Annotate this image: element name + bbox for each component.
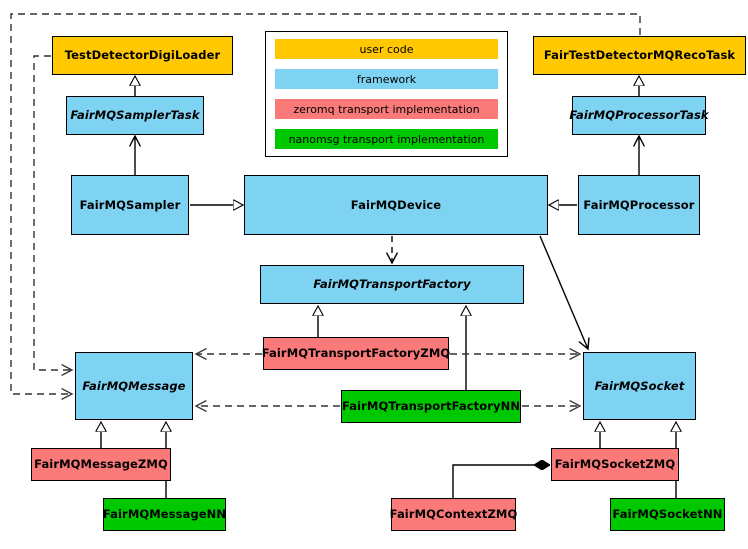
class-node-label: FairMQSamplerTask [70, 108, 200, 123]
legend-box: user code framework zeromq transport imp… [265, 31, 508, 157]
class-node-label: FairMQMessageZMQ [34, 457, 168, 472]
class-node-FairMQSocket[interactable]: FairMQSocket [583, 352, 696, 420]
class-node-label: FairMQTransportFactoryNN [341, 399, 521, 414]
class-node-label: FairMQContextZMQ [389, 507, 518, 522]
legend-label-zeromq: zeromq transport implementation [293, 102, 480, 116]
class-node-FairMQTransportFactory[interactable]: FairMQTransportFactory [260, 265, 524, 304]
class-node-label: FairMQSampler [79, 197, 181, 212]
legend-label-user-code: user code [359, 42, 414, 56]
legend-item-nanomsg: nanomsg transport implementation [275, 129, 498, 149]
edge-device-to-socket [539, 235, 588, 349]
class-node-label: FairMQProcessor [583, 197, 695, 212]
class-node-FairMQProcessorTask[interactable]: FairMQProcessorTask [569, 96, 709, 135]
class-node-FairMQTransportFactoryNN[interactable]: FairMQTransportFactoryNN [341, 390, 521, 423]
class-node-label: FairMQTransportFactory [313, 277, 471, 292]
class-node-label: FairMQMessageNN [102, 507, 227, 522]
legend-label-nanomsg: nanomsg transport implementation [288, 132, 485, 146]
class-node-label: FairMQProcessorTask [569, 108, 709, 123]
class-node-FairMQDevice[interactable]: FairMQDevice [244, 175, 548, 235]
class-node-FairMQSocketZMQ[interactable]: FairMQSocketZMQ [551, 448, 679, 481]
class-node-FairTestDetectorMQRecoTask[interactable]: FairTestDetectorMQRecoTask [533, 36, 746, 75]
class-node-label: FairMQSocket [594, 378, 685, 393]
class-node-label: FairMQDevice [350, 197, 442, 212]
class-node-label: FairMQSocketZMQ [554, 457, 676, 472]
class-node-FairMQSocketNN[interactable]: FairMQSocketNN [610, 498, 725, 531]
class-node-FairMQMessageNN[interactable]: FairMQMessageNN [103, 498, 226, 531]
legend-item-zeromq: zeromq transport implementation [275, 99, 498, 119]
class-node-label: FairMQSocketNN [612, 507, 723, 522]
class-node-FairMQMessage[interactable]: FairMQMessage [75, 352, 193, 420]
class-node-label: FairMQTransportFactoryZMQ [261, 346, 451, 361]
class-node-label: TestDetectorDigiLoader [64, 48, 221, 63]
class-node-FairMQContextZMQ[interactable]: FairMQContextZMQ [389, 498, 518, 531]
edge-socketzmq-composes-contextzmq [452, 465, 549, 498]
class-node-TestDetectorDigiLoader[interactable]: TestDetectorDigiLoader [52, 36, 233, 75]
legend-item-framework: framework [275, 69, 498, 89]
class-node-label: FairTestDetectorMQRecoTask [543, 48, 736, 63]
class-node-FairMQMessageZMQ[interactable]: FairMQMessageZMQ [31, 448, 171, 481]
class-node-FairMQProcessor[interactable]: FairMQProcessor [578, 175, 700, 235]
class-node-label: FairMQMessage [82, 378, 186, 393]
legend-item-user-code: user code [275, 39, 498, 59]
legend-label-framework: framework [356, 72, 417, 86]
class-node-FairMQSamplerTask[interactable]: FairMQSamplerTask [66, 96, 204, 135]
class-node-FairMQTransportFactoryZMQ[interactable]: FairMQTransportFactoryZMQ [261, 337, 451, 370]
class-node-FairMQSampler[interactable]: FairMQSampler [71, 175, 189, 235]
